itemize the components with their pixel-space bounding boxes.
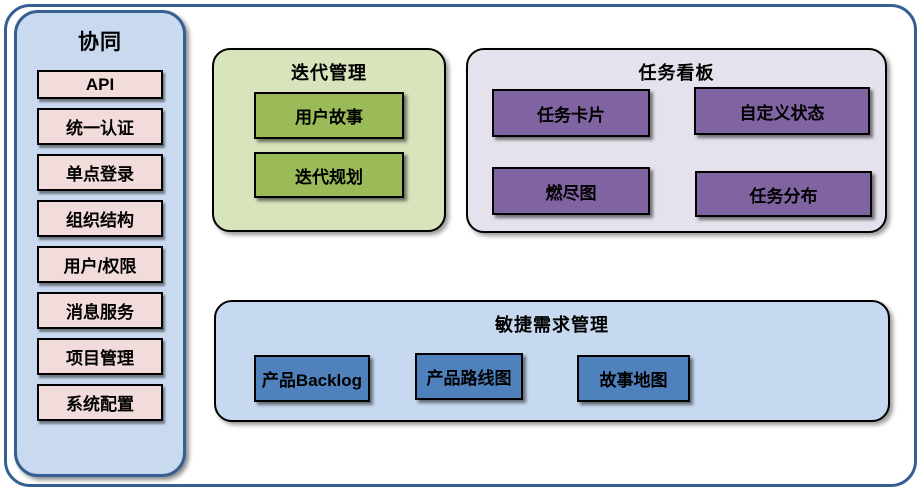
group-iteration-management: 迭代管理 用户故事 迭代规划 [212, 48, 446, 232]
group-agile-requirements: 敏捷需求管理 产品Backlog 产品路线图 故事地图 [214, 300, 890, 422]
item-task-card: 任务卡片 [492, 89, 650, 137]
item-custom-status: 自定义状态 [694, 87, 870, 135]
group-agile-title: 敏捷需求管理 [495, 315, 609, 335]
group-task-board: 任务看板 任务卡片 自定义状态 燃尽图 任务分布 [466, 48, 887, 233]
group-iteration-title: 迭代管理 [291, 63, 367, 83]
sidebar-item-unified-auth: 统一认证 [37, 108, 163, 145]
sidebar-item-org-structure: 组织结构 [37, 200, 163, 237]
sidebar-item-sso: 单点登录 [37, 154, 163, 191]
sidebar-collaboration: 协同 API 统一认证 单点登录 组织结构 用户/权限 消息服务 项目管理 系统… [14, 10, 186, 477]
item-product-backlog: 产品Backlog [254, 355, 370, 402]
sidebar-item-message-service: 消息服务 [37, 292, 163, 329]
sidebar-item-system-config: 系统配置 [37, 384, 163, 421]
item-user-story: 用户故事 [254, 92, 404, 139]
sidebar-item-api: API [37, 70, 163, 99]
sidebar-item-project-management: 项目管理 [37, 338, 163, 375]
group-kanban-title: 任务看板 [638, 63, 715, 83]
item-iteration-planning: 迭代规划 [254, 152, 404, 198]
item-product-roadmap: 产品路线图 [415, 353, 523, 400]
sidebar-title: 协同 [78, 31, 122, 54]
sidebar-item-user-permissions: 用户/权限 [37, 246, 163, 283]
sidebar-item-list: API 统一认证 单点登录 组织结构 用户/权限 消息服务 项目管理 系统配置 [37, 70, 163, 421]
item-burndown-chart: 燃尽图 [492, 167, 650, 215]
item-story-map: 故事地图 [577, 355, 690, 402]
item-task-distribution: 任务分布 [695, 171, 872, 217]
